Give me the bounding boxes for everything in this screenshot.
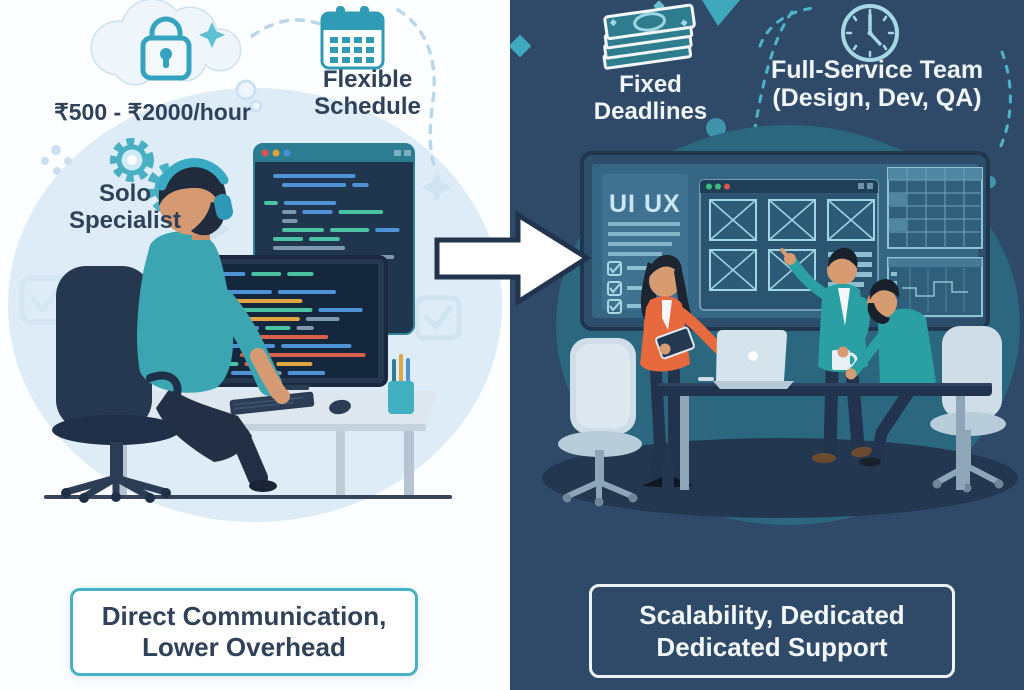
window-dot-red — [261, 149, 269, 157]
agency-benefit-box: Scalability, Dedicated Dedicated Support — [589, 584, 955, 678]
browser-dot-green — [706, 183, 712, 190]
headphones-icon — [157, 158, 229, 191]
window-dot-yellow — [272, 149, 280, 157]
office-chair — [52, 266, 180, 503]
agency-scene: UI UX — [510, 0, 1020, 525]
empty-office-chair — [558, 338, 642, 507]
code-lines — [222, 272, 366, 375]
agency-benefit-line2: Dedicated Support — [656, 632, 888, 662]
seated-man — [845, 279, 936, 467]
hourly-rate-label: ₹500 - ₹2000/hour — [54, 99, 251, 125]
dots-cluster-icon — [41, 145, 72, 175]
clock-icon — [841, 4, 899, 62]
freelancer-benefit-line2: Lower Overhead — [142, 632, 346, 662]
solo-specialist-line2: Specialist — [68, 207, 182, 235]
flexible-schedule-line1: Flexible — [322, 66, 413, 93]
full-service-team-line1: Full-Service Team — [770, 56, 984, 84]
developer-person — [137, 158, 290, 492]
freelancer-scene — [8, 0, 502, 522]
browser-dot-green — [715, 183, 721, 190]
fixed-deadlines-line2: Deadlines — [593, 98, 708, 126]
full-service-team-label: Full-Service Team (Design, Dev, QA) — [752, 56, 1002, 113]
freelancer-panel: ₹500 - ₹2000/hour Flexible Schedule Solo… — [0, 0, 510, 690]
padlock-in-cloud-icon — [90, 0, 263, 113]
mouse-icon — [329, 399, 351, 415]
paper-on-table — [698, 377, 714, 381]
wireframe-browser — [699, 179, 879, 311]
solo-specialist-label: Solo Specialist — [50, 180, 200, 234]
diamond-decoration — [510, 34, 532, 58]
full-service-team-line2: (Design, Dev, QA) — [772, 84, 982, 113]
sparkle-watermark-icon — [422, 172, 452, 202]
triangle-decoration — [702, 0, 740, 26]
solo-specialist-line1: Solo — [99, 180, 151, 207]
dashed-connector — [396, 8, 438, 174]
dashed-connector — [758, 6, 817, 48]
flexible-schedule-line2: Schedule — [314, 93, 421, 121]
dashed-connector — [250, 18, 328, 38]
agency-panel: UI UX — [510, 0, 1024, 690]
money-stack-icon — [602, 3, 696, 70]
agency-benefit-line1: Scalability, Dedicated — [639, 600, 905, 630]
presentation-screen: UI UX — [580, 151, 990, 331]
right-arrow-icon — [434, 210, 592, 307]
dashed-connector — [998, 50, 1012, 150]
headphone-cup — [213, 193, 234, 220]
floor-line — [44, 495, 452, 499]
wireframe-boxes — [709, 199, 875, 291]
flexible-schedule-label: Flexible Schedule — [295, 66, 440, 120]
checkbox-watermark-icon — [414, 295, 462, 341]
fixed-deadlines-label: Fixed Deadlines — [578, 71, 723, 125]
sparkle-icon — [199, 22, 225, 48]
browser-dot-red — [724, 183, 730, 190]
dot-decoration — [706, 118, 726, 138]
screen-title: UI UX — [609, 190, 681, 218]
window-dot-blue — [283, 149, 291, 157]
padlock-icon — [140, 16, 192, 81]
freelancer-benefit-line1: Direct Communication, — [101, 601, 387, 631]
pencil-cup — [388, 354, 414, 414]
gantt-panel — [887, 257, 983, 317]
standing-man — [780, 247, 873, 463]
calendar-icon — [320, 6, 385, 70]
fixed-deadlines-line1: Fixed — [619, 71, 682, 98]
data-table — [887, 167, 983, 249]
chair-armrest — [146, 371, 182, 402]
freelancer-benefit-box: Direct Communication, Lower Overhead — [70, 588, 418, 676]
laptop-icon — [713, 330, 794, 389]
